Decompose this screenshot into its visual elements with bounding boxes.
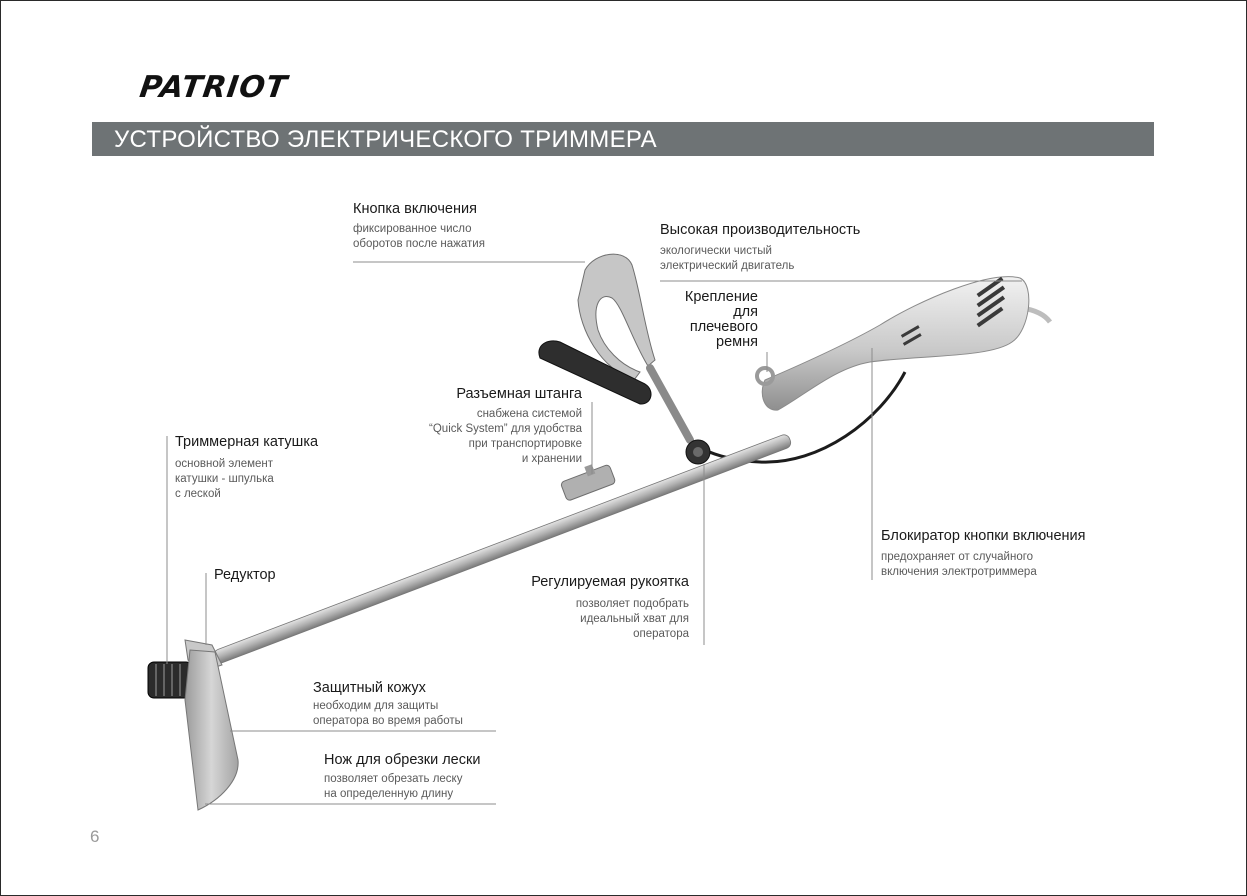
- callout-adjustable-handle-desc: позволяет подобрать идеальный хват для о…: [575, 598, 689, 640]
- callout-split-shaft-label: Разъемная штанга: [456, 386, 582, 402]
- callout-guard-label: Защитный кожух: [313, 680, 426, 696]
- page-title: УСТРОЙСТВО ЭЛЕКТРИЧЕСКОГО ТРИММЕРА: [114, 126, 657, 153]
- callout-high-performance-label: Высокая производительность: [660, 222, 861, 238]
- callout-guard-desc: необходим для защиты оператора во время …: [313, 700, 463, 727]
- callout-high-performance-desc: экологически чистый электрический двигат…: [660, 245, 795, 272]
- page-number: 6: [90, 827, 100, 846]
- callout-gearbox-label: Редуктор: [214, 567, 276, 583]
- callout-trimmer-head-label: Триммерная катушка: [175, 434, 319, 450]
- callout-line-cutter-label: Нож для обрезки лески: [324, 752, 481, 768]
- callout-power-button-label: Кнопка включения: [353, 201, 477, 217]
- callout-power-button-desc: фиксированное число оборотов после нажат…: [353, 223, 485, 250]
- callout-adjustable-handle-label: Регулируемая рукоятка: [531, 574, 689, 590]
- title-bar: УСТРОЙСТВО ЭЛЕКТРИЧЕСКОГО ТРИММЕРА: [92, 122, 1154, 156]
- callout-button-lock-label: Блокиратор кнопки включения: [881, 528, 1086, 544]
- callout-split-shaft-desc: снабжена системой “Quick System” для удо…: [429, 408, 582, 465]
- callout-strap-mount-label: Крепление для плечевого ремня: [684, 289, 758, 350]
- callout-button-lock-desc: предохраняет от случайного включения эле…: [881, 551, 1037, 578]
- callout-trimmer-head-desc: основной элемент катушки - шпулька с лес…: [175, 458, 274, 500]
- callout-line-cutter-desc: позволяет обрезать леску на определенную…: [324, 773, 463, 800]
